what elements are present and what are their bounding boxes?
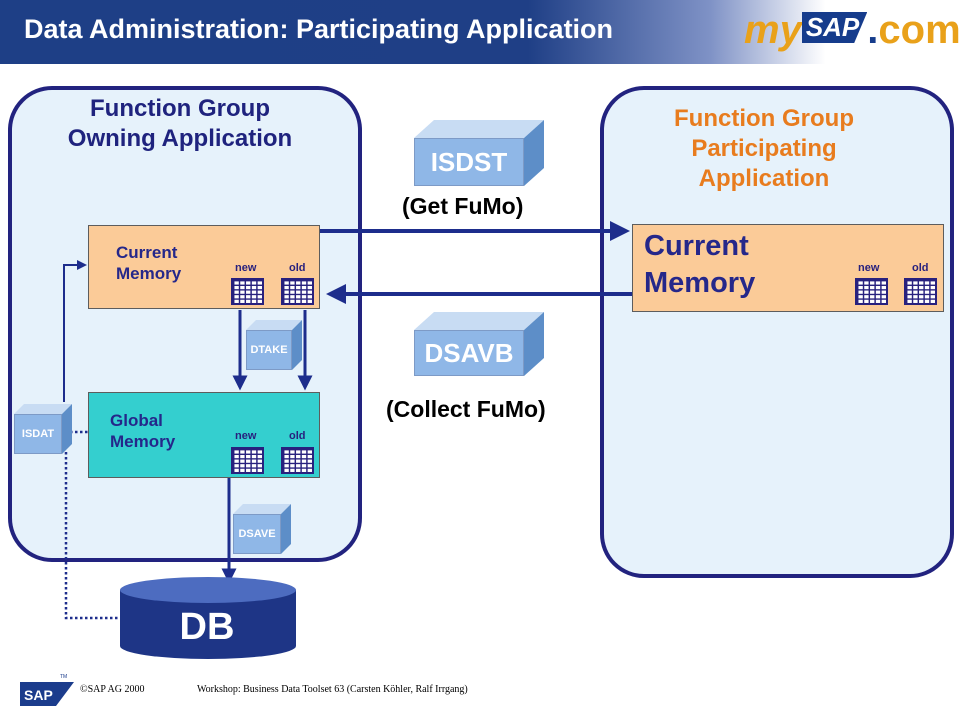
participating-application-panel bbox=[600, 86, 954, 578]
global-memory-old-tag: old bbox=[289, 430, 306, 442]
global-memory-new-tag: new bbox=[235, 430, 257, 442]
page-title: Data Administration: Participating Appli… bbox=[24, 14, 614, 44]
current-memory-right-old-tag: old bbox=[912, 262, 929, 274]
participating-heading-line2: Participating bbox=[691, 135, 837, 162]
dsavb-label: DSAVB bbox=[414, 330, 524, 376]
database-icon bbox=[120, 577, 296, 659]
current-memory-left-old-tag: old bbox=[289, 262, 306, 274]
db-dotted-line bbox=[64, 452, 122, 620]
owning-application-heading: Function Group Owning Application bbox=[20, 94, 340, 154]
table-grid-icon bbox=[281, 278, 314, 305]
logo-dot: . bbox=[867, 8, 879, 52]
current-memory-right-line2: Memory bbox=[644, 267, 756, 299]
participating-heading-line1: Function Group bbox=[674, 105, 854, 132]
copyright-notice: ©SAP AG 2000 bbox=[80, 684, 144, 695]
copyright-icon: © bbox=[80, 684, 88, 695]
table-grid-icon bbox=[904, 278, 937, 305]
global-memory-line1: Global bbox=[110, 411, 163, 430]
dsave-box: DSAVE bbox=[233, 504, 291, 554]
table-grid-icon bbox=[855, 278, 888, 305]
global-memory-line2: Memory bbox=[110, 432, 176, 451]
participating-application-heading: Function Group Participating Application bbox=[604, 104, 924, 194]
dsavb-box: DSAVB bbox=[414, 312, 544, 376]
isdat-arrow bbox=[63, 260, 87, 402]
sap-logo-tm: TM bbox=[60, 674, 67, 680]
current-memory-left-line1: Current bbox=[116, 243, 178, 262]
workshop-credit: Workshop: Business Data Toolset 63 (Cars… bbox=[197, 684, 468, 695]
current-memory-right-line1: Current bbox=[644, 230, 749, 262]
isdat-label: ISDAT bbox=[14, 414, 62, 454]
participating-heading-line3: Application bbox=[698, 165, 830, 192]
current-memory-left-label: Current Memory bbox=[116, 242, 181, 284]
dtake-label: DTAKE bbox=[246, 330, 292, 370]
dtake-box: DTAKE bbox=[246, 320, 302, 370]
owning-application-panel bbox=[8, 86, 362, 562]
sap-logo: SAP TM bbox=[20, 674, 74, 706]
isdat-box: ISDAT bbox=[14, 404, 72, 454]
owning-heading-line1: Function Group bbox=[90, 95, 270, 122]
isdst-box: ISDST bbox=[414, 120, 544, 186]
current-memory-left-line2: Memory bbox=[116, 264, 182, 283]
table-grid-icon bbox=[281, 447, 314, 474]
isdst-label: ISDST bbox=[414, 138, 524, 186]
owning-heading-line2: Owning Application bbox=[67, 125, 293, 152]
get-fumo-label: (Get FuMo) bbox=[402, 193, 524, 219]
db-label: DB bbox=[179, 605, 235, 648]
collect-fumo-label: (Collect FuMo) bbox=[386, 396, 546, 422]
table-grid-icon bbox=[231, 447, 264, 474]
logo-com: com bbox=[878, 8, 960, 52]
dsave-label: DSAVE bbox=[233, 514, 281, 554]
current-memory-right-new-tag: new bbox=[858, 262, 880, 274]
logo-sap: SAP bbox=[801, 12, 868, 43]
current-memory-right bbox=[632, 224, 944, 312]
logo-my: my bbox=[744, 8, 802, 52]
current-memory-left-new-tag: new bbox=[235, 262, 257, 274]
copyright-text: SAP AG 2000 bbox=[87, 684, 145, 695]
current-memory-right-label: Current Memory bbox=[644, 228, 755, 302]
sap-logo-text: SAP bbox=[24, 687, 53, 703]
global-memory-label: Global Memory bbox=[110, 410, 175, 452]
title-banner bbox=[0, 0, 960, 64]
table-grid-icon bbox=[231, 278, 264, 305]
